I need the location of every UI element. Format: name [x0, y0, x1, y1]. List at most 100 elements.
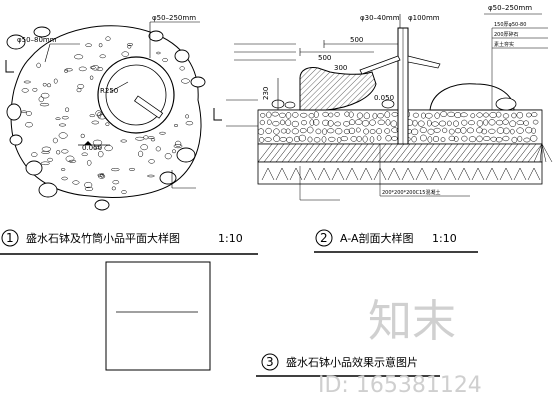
plan-pebble	[40, 92, 50, 99]
effect-image-frame	[105, 261, 211, 371]
section-pebble	[468, 120, 475, 126]
section-pebble	[511, 112, 517, 119]
hatch-line	[467, 143, 483, 163]
section-pebble	[476, 127, 483, 134]
plan-pebble	[105, 36, 111, 41]
soil-mark	[443, 167, 457, 181]
section-pebble	[431, 121, 439, 127]
section-pebble	[259, 119, 265, 126]
plan-elev-label: 0.050	[82, 144, 102, 152]
section-pebble	[321, 136, 327, 143]
hatch-line	[473, 143, 489, 163]
section-pebble	[285, 112, 292, 119]
section-pebble	[328, 112, 334, 118]
section-pebble	[273, 128, 280, 135]
section-pebble	[461, 135, 468, 142]
plan-pebble	[89, 114, 96, 118]
plan-pebble	[46, 83, 52, 88]
section-pebble	[531, 127, 536, 134]
hatch-line	[431, 143, 447, 163]
hatch-line	[299, 143, 315, 163]
section-pebble	[496, 127, 505, 134]
hatch-line	[269, 143, 285, 163]
section-pebble	[488, 128, 496, 134]
section-pebble	[313, 111, 319, 118]
hatch-line	[419, 143, 435, 163]
section-pebble	[454, 112, 462, 119]
section-pebble	[327, 128, 335, 134]
section-pebble	[313, 119, 320, 126]
plan-pebble	[72, 180, 80, 185]
title-3: 3 盛水石钵小品效果示意图片	[256, 353, 440, 377]
section-pebble	[483, 112, 489, 118]
section-layer2: 200厚碎石	[494, 31, 519, 38]
section-pebble	[356, 136, 362, 142]
plan-pebble	[64, 68, 69, 73]
soil-mark	[513, 167, 527, 181]
plan-pebble	[91, 65, 100, 71]
title-3-circle	[261, 353, 279, 371]
hatch-line	[371, 143, 387, 163]
section-pebble	[265, 127, 272, 134]
section-pebble	[438, 120, 447, 127]
plan-pebble	[25, 122, 33, 128]
plan-pebble-texture	[20, 36, 194, 195]
hatch-line	[311, 143, 327, 163]
section-pebble	[266, 119, 272, 125]
soil-mark	[401, 167, 415, 181]
section-pebble	[377, 119, 385, 125]
plan-pebble	[127, 44, 132, 49]
section-pebble	[532, 119, 539, 125]
section-pebble	[531, 112, 538, 118]
title-1-number: 1	[6, 231, 14, 245]
soil-mark	[387, 167, 401, 181]
plan-pebble	[120, 139, 127, 143]
section-pebble	[369, 136, 375, 143]
soil-mark	[429, 167, 443, 181]
section-gravel-layer	[257, 143, 543, 163]
section-dim-230: 230	[262, 87, 270, 100]
plan-pebble	[155, 146, 161, 152]
plan-pebble	[121, 190, 127, 195]
hatch-line	[425, 143, 441, 163]
section-pebble	[516, 127, 524, 134]
section-pebble	[448, 135, 456, 142]
section-pebble	[440, 111, 448, 117]
hatch-line	[527, 143, 543, 163]
plan-pebble	[31, 152, 38, 157]
section-pebble	[488, 119, 496, 126]
plan-pebble	[156, 51, 161, 55]
section-pebble	[495, 111, 502, 118]
hatch-line	[341, 143, 357, 163]
plan-pebble	[58, 123, 67, 127]
section-bamboo-spout	[359, 55, 401, 75]
section-pebble	[271, 111, 279, 117]
section-pebble	[363, 112, 370, 120]
plan-pebble	[55, 117, 61, 120]
plan-pebble	[61, 176, 68, 181]
title-3-text: 盛水石钵小品效果示意图片	[286, 355, 418, 369]
title-2-circle	[315, 229, 333, 247]
plan-pebble	[32, 87, 38, 92]
hatch-line	[335, 143, 351, 163]
plan-pebble	[65, 107, 70, 112]
section-pebble	[340, 136, 348, 142]
section-dim-500b: 500	[318, 54, 331, 62]
section-pebble	[322, 111, 329, 117]
section-dim-500a: 500	[350, 36, 363, 44]
section-pebble	[476, 120, 484, 127]
plan-pebble	[39, 102, 50, 107]
section-pebble	[315, 128, 322, 135]
title-1: 1 盛水石钵及竹筒小品平面大样图 1:10	[0, 229, 258, 255]
plan-pebble	[86, 159, 92, 166]
section-pebble	[327, 120, 334, 127]
section-pebble	[483, 136, 491, 141]
section-pebble	[285, 119, 292, 126]
hatch-line	[281, 143, 297, 163]
hatch-line	[347, 143, 363, 163]
plan-pebble	[164, 153, 172, 160]
soil-mark	[457, 167, 471, 181]
section-pebble	[530, 135, 538, 142]
section-pebble	[425, 112, 433, 119]
hatch-line	[497, 143, 513, 163]
